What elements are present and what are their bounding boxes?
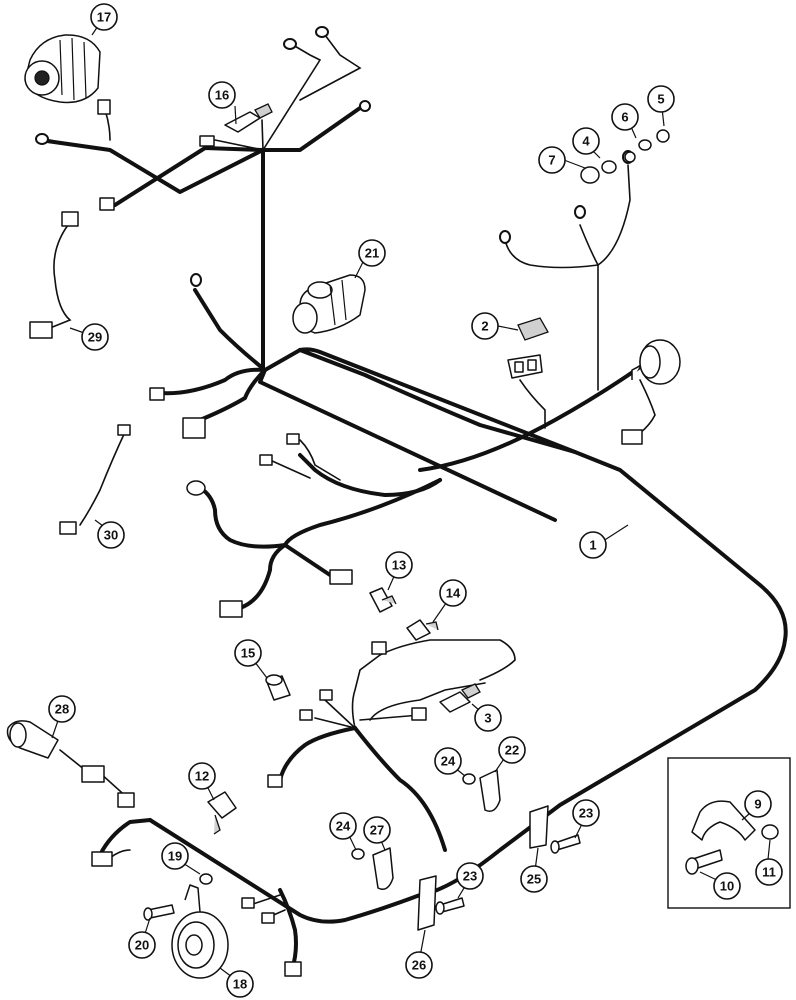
callout-label: 26 bbox=[412, 958, 426, 973]
relay bbox=[507, 317, 549, 379]
callout-label: 21 bbox=[365, 246, 379, 261]
callout-label: 15 bbox=[241, 646, 255, 661]
callout-23-left: 23 bbox=[456, 862, 484, 890]
callout-13: 13 bbox=[385, 551, 413, 579]
callout-6: 6 bbox=[611, 103, 639, 131]
callout-23-right: 23 bbox=[572, 799, 600, 827]
switch-13 bbox=[369, 587, 397, 613]
callout-15: 15 bbox=[234, 639, 262, 667]
callout-label: 3 bbox=[484, 711, 491, 726]
connectors bbox=[29, 99, 643, 977]
leader-lines bbox=[51, 16, 771, 984]
callout-label: 13 bbox=[392, 558, 406, 573]
callout-label: 23 bbox=[463, 869, 477, 884]
callout-label: 14 bbox=[446, 586, 461, 601]
callout-label: 30 bbox=[104, 528, 118, 543]
callout-25: 25 bbox=[520, 865, 548, 893]
callout-24-lower: 24 bbox=[329, 812, 357, 840]
callout-label: 22 bbox=[505, 743, 519, 758]
callout-18: 18 bbox=[226, 970, 254, 998]
callout-10: 10 bbox=[713, 872, 741, 900]
starter-motor bbox=[292, 274, 366, 334]
bolts bbox=[143, 834, 581, 921]
callout-1: 1 bbox=[579, 531, 607, 559]
callout-label: 10 bbox=[720, 879, 734, 894]
callout-14: 14 bbox=[439, 579, 467, 607]
callout-22: 22 bbox=[498, 736, 526, 764]
alternator bbox=[24, 34, 101, 104]
main-harness bbox=[38, 106, 788, 972]
callout-26: 26 bbox=[405, 951, 433, 979]
callout-label: 6 bbox=[621, 110, 628, 125]
callout-24-upper: 24 bbox=[434, 747, 462, 775]
callout-19: 19 bbox=[161, 842, 189, 870]
callout-label: 27 bbox=[370, 823, 384, 838]
callout-label: 12 bbox=[195, 769, 209, 784]
callout-label: 29 bbox=[88, 330, 102, 345]
small-washers bbox=[580, 129, 670, 184]
sender-3 bbox=[439, 683, 481, 713]
callout-16: 16 bbox=[208, 81, 236, 109]
callout-label: 20 bbox=[135, 938, 149, 953]
clamp-inset bbox=[667, 757, 791, 909]
horn bbox=[171, 884, 229, 979]
callout-label: 23 bbox=[579, 806, 593, 821]
callout-28: 28 bbox=[48, 695, 76, 723]
callout-3: 3 bbox=[474, 704, 502, 732]
nuts bbox=[199, 773, 476, 885]
callout-7: 7 bbox=[538, 146, 566, 174]
callout-label: 16 bbox=[215, 88, 229, 103]
callout-5: 5 bbox=[647, 85, 675, 113]
callout-label: 5 bbox=[657, 92, 664, 107]
switch-14 bbox=[406, 619, 439, 641]
callout-label: 9 bbox=[754, 797, 761, 812]
callout-label: 7 bbox=[548, 153, 555, 168]
callout-label: 25 bbox=[527, 872, 541, 887]
callout-label: 28 bbox=[55, 702, 69, 717]
callout-label: 24 bbox=[336, 819, 351, 834]
callout-label: 4 bbox=[582, 134, 590, 149]
callout-label: 18 bbox=[233, 977, 247, 992]
brackets bbox=[372, 769, 549, 931]
callout-21: 21 bbox=[358, 239, 386, 267]
callout-label: 1 bbox=[589, 538, 596, 553]
switch-12 bbox=[207, 791, 237, 835]
callout-label: 2 bbox=[481, 319, 488, 334]
callout-17: 17 bbox=[90, 3, 118, 31]
ring-terminals bbox=[35, 26, 634, 287]
callout-4: 4 bbox=[572, 127, 600, 155]
sender-16 bbox=[224, 103, 273, 133]
callout-11: 11 bbox=[755, 858, 783, 886]
sender-28 bbox=[6, 720, 59, 759]
callout-30: 30 bbox=[97, 521, 125, 549]
callout-12: 12 bbox=[188, 762, 216, 790]
callout-27: 27 bbox=[363, 816, 391, 844]
callout-label: 17 bbox=[97, 10, 111, 25]
callout-label: 11 bbox=[762, 865, 776, 880]
callout-20: 20 bbox=[128, 931, 156, 959]
buzzer bbox=[631, 339, 681, 385]
callout-29: 29 bbox=[81, 323, 109, 351]
cap-15 bbox=[265, 674, 291, 701]
callout-9: 9 bbox=[744, 790, 772, 818]
callout-2: 2 bbox=[471, 312, 499, 340]
callout-label: 24 bbox=[441, 754, 456, 769]
callout-label: 19 bbox=[168, 849, 182, 864]
